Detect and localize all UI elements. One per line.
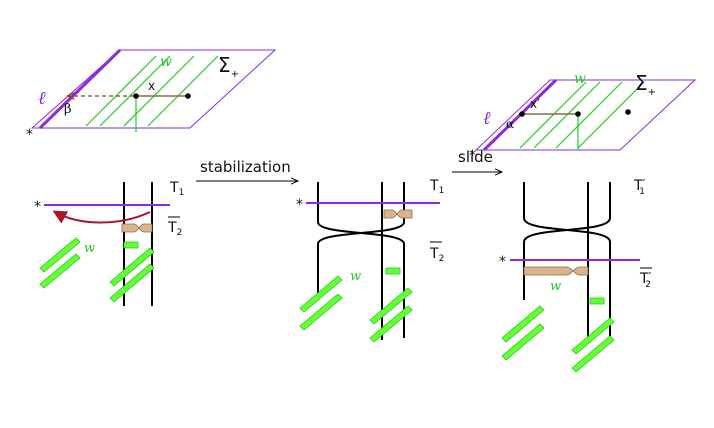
panel-right-green-band-1 <box>501 305 545 343</box>
panel-left-T1-label: T1 <box>169 180 184 198</box>
panel-left-star: * <box>34 199 41 215</box>
panel-middle-green-band-3 <box>369 287 413 325</box>
panel-left: * w T1 T2 <box>34 180 184 306</box>
surface-left-plane <box>30 49 277 129</box>
surface-right-plane <box>474 79 697 151</box>
surface-left-point-2 <box>185 93 191 99</box>
surface-right-star: * <box>469 148 476 164</box>
surface-right-green-2 <box>533 81 601 149</box>
surface-right-green-4 <box>577 81 645 149</box>
panel-middle: * w T1 T2 <box>296 178 444 343</box>
panel-right-w-label: w <box>550 279 561 294</box>
panel-right-band <box>523 266 589 276</box>
surface-left: w ℓ β x * Σ+ <box>26 48 277 143</box>
panel-right-T1-label: T′1 <box>633 177 646 197</box>
panel-left-green-band-2 <box>39 253 81 289</box>
surface-right-sigma-label: Σ+ <box>635 71 656 98</box>
panel-right-strand-2 <box>523 182 611 300</box>
surface-left-green-2 <box>99 55 171 127</box>
panel-right-green-band-3 <box>571 317 615 355</box>
surface-left-beta-label: β <box>64 102 72 117</box>
panel-left-green-rect <box>123 241 139 249</box>
panel-left-green-band-4 <box>109 263 155 303</box>
panel-left-red-arrow <box>52 210 151 224</box>
panel-right-green-band-2 <box>501 323 545 361</box>
panel-middle-T1-label: T1 <box>429 178 444 196</box>
panel-right-green-rect <box>589 297 605 305</box>
surface-right-x-label: x′ <box>530 97 540 111</box>
panel-left-green-band-3 <box>109 247 155 287</box>
surface-right-point-3 <box>625 109 631 115</box>
surface-right-ell-label: ℓ <box>483 108 491 129</box>
panel-left-w-label: w <box>84 241 95 256</box>
surface-right-point-1 <box>519 111 525 117</box>
surface-left-w-label: w <box>160 54 172 70</box>
panel-middle-green-band-2 <box>299 293 343 331</box>
panel-middle-green-band-4 <box>369 305 413 343</box>
surface-right-green-3 <box>555 81 623 149</box>
surface-right-point-2 <box>575 111 581 117</box>
panel-middle-strand-1 <box>317 182 405 338</box>
surface-left-sigma-label: Σ+ <box>218 53 239 80</box>
surface-left-ell-label: ℓ <box>38 88 46 109</box>
slide-label: slide <box>458 148 493 166</box>
surface-left-green-4 <box>147 55 219 127</box>
surface-left-star: * <box>26 127 33 143</box>
surface-right-alpha-label: α <box>506 117 514 131</box>
surface-left-point-1 <box>133 93 139 99</box>
surface-left-green-1 <box>85 55 157 127</box>
panel-right-T2-label: T′2 <box>639 270 652 290</box>
panel-left-green-band-1 <box>39 237 81 273</box>
arrow-stabilization: stabilization <box>196 158 298 181</box>
surface-right-green-1 <box>519 81 587 149</box>
panel-middle-w-label: w <box>350 269 361 284</box>
stabilization-label: stabilization <box>200 158 291 176</box>
panel-middle-green-rect <box>385 267 401 275</box>
panel-middle-green-band-1 <box>299 275 343 313</box>
panel-middle-band <box>383 209 413 219</box>
panel-middle-star: * <box>296 197 303 213</box>
panel-left-T2-label: T2 <box>167 220 182 238</box>
surface-right-w-label: w <box>574 71 586 87</box>
surface-right: w ℓ α x′ * Σ+ <box>469 71 697 164</box>
surface-left-ell-line <box>38 48 122 130</box>
surface-left-x-label: x <box>148 79 155 93</box>
arrow-slide: slide <box>452 148 502 172</box>
panel-right-star: * <box>499 254 506 270</box>
panel-middle-T2-label: T2 <box>429 246 444 264</box>
panel-left-band <box>121 223 153 233</box>
panel-right: * w T′1 T′2 <box>499 177 652 373</box>
panel-middle-strand-2 <box>317 182 405 296</box>
panel-right-green-band-4 <box>571 335 615 373</box>
